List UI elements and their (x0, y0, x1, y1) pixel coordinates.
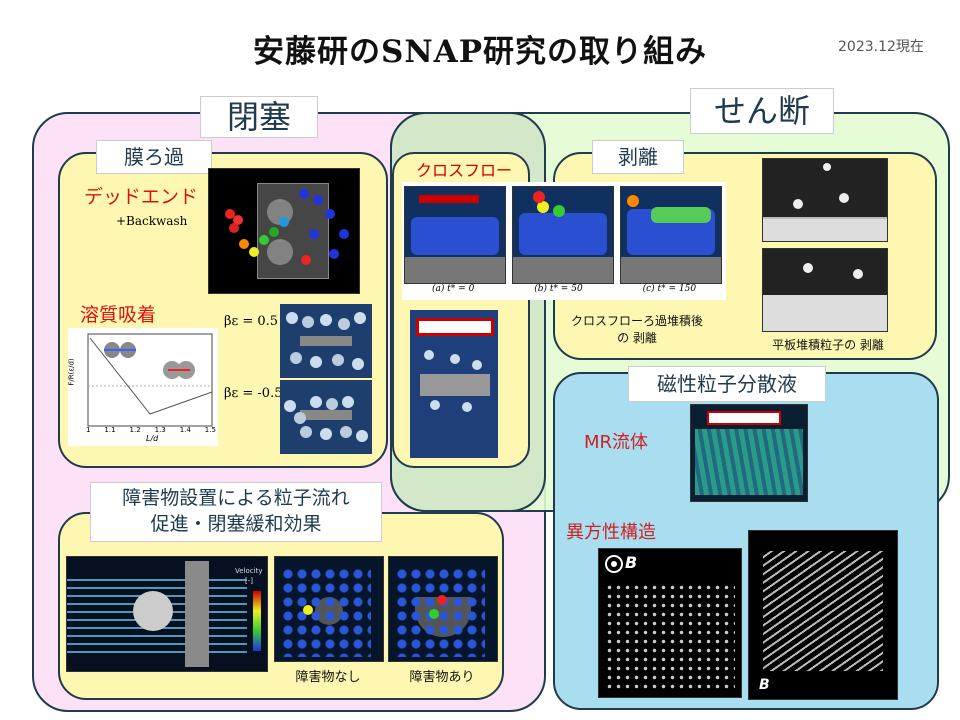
crossflow-panels: (a) t* = 0 (b) t* = 50 (c) t* = 150 (402, 182, 726, 300)
anisotropic-sim-side: B (748, 530, 898, 700)
graph-tick: 1 (86, 426, 91, 434)
beta-neg-label: βε = -0.5 (224, 386, 283, 401)
adsorption-sim-pos (280, 304, 372, 378)
deadend-label: デッドエンド (84, 186, 199, 208)
deadend-simulation-image (208, 168, 360, 294)
graph-xlabel: L/d (146, 434, 159, 443)
b-arrow-label: B (759, 677, 770, 693)
adsorption-sim-neg (280, 380, 372, 454)
graph-tick: 1.3 (154, 426, 166, 434)
label-peeling: 剥離 (592, 140, 684, 174)
graph-tick: 1.2 (129, 426, 141, 434)
adsorption-graph: F/R(ε/d) L/d 1 1.1 1.2 1.3 1.4 1.5 (68, 328, 218, 446)
label-membrane: 膜ろ過 (96, 140, 212, 174)
obstacle-with-image (388, 556, 498, 662)
label-magnetic: 磁性粒子分散液 (628, 366, 826, 402)
caption-obstacle-with: 障害物あり (409, 670, 475, 685)
adsorption-graph-svg (87, 333, 213, 427)
graph-tick: 1.4 (179, 426, 191, 434)
label-obstacle-line2: 促進・閉塞緩和効果 (150, 513, 322, 535)
label-obstacle-line1: 障害物設置による粒子流れ (122, 487, 350, 509)
mr-fluid-sim (690, 404, 808, 502)
backwash-label: +Backwash (116, 214, 188, 228)
anisotropic-label: 異方性構造 (566, 522, 656, 543)
label-crossflow: クロスフロー (415, 161, 512, 180)
beta-pos-label: βε = 0.5 (224, 314, 279, 329)
crossflow-caption-a: (a) t* = 0 (431, 284, 475, 294)
mr-fluid-label: MR流体 (584, 432, 649, 453)
page-title: 安藤研のSNAP研究の取り組み (252, 34, 708, 70)
graph-ylabel: F/R(ε/d) (67, 358, 76, 386)
crossflow-tall-image (410, 310, 498, 458)
graph-tick: 1.5 (204, 426, 216, 434)
label-heisoku: 閉塞 (200, 96, 318, 138)
peeling-sim-bottom (762, 248, 888, 332)
peeling-caption-left: クロスフローろ過堆積後 の 剥離 (570, 314, 703, 345)
label-obstacle: 障害物設置による粒子流れ 促進・閉塞緩和効果 (90, 482, 382, 542)
velocity-field-image: Velocity [-] (66, 556, 268, 672)
crossflow-caption-b: (b) t* = 50 (534, 284, 583, 294)
crossflow-caption-c: (c) t* = 150 (642, 284, 697, 294)
colorbar-unit: [-] (245, 577, 253, 585)
label-shear: せん断 (690, 88, 834, 134)
anisotropic-sim-top: B (598, 548, 742, 698)
b-label: B (625, 553, 638, 572)
colorbar-title: Velocity (235, 567, 263, 575)
graph-tick: 1.1 (104, 426, 116, 434)
obstacle-none-image (274, 556, 384, 662)
peeling-sim-top (762, 158, 888, 242)
caption-obstacle-none: 障害物なし (295, 670, 361, 685)
date-stamp: 2023.12現在 (838, 39, 924, 55)
peeling-caption-right: 平板堆積粒子の 剥離 (772, 338, 884, 352)
adsorption-label: 溶質吸着 (80, 304, 157, 326)
